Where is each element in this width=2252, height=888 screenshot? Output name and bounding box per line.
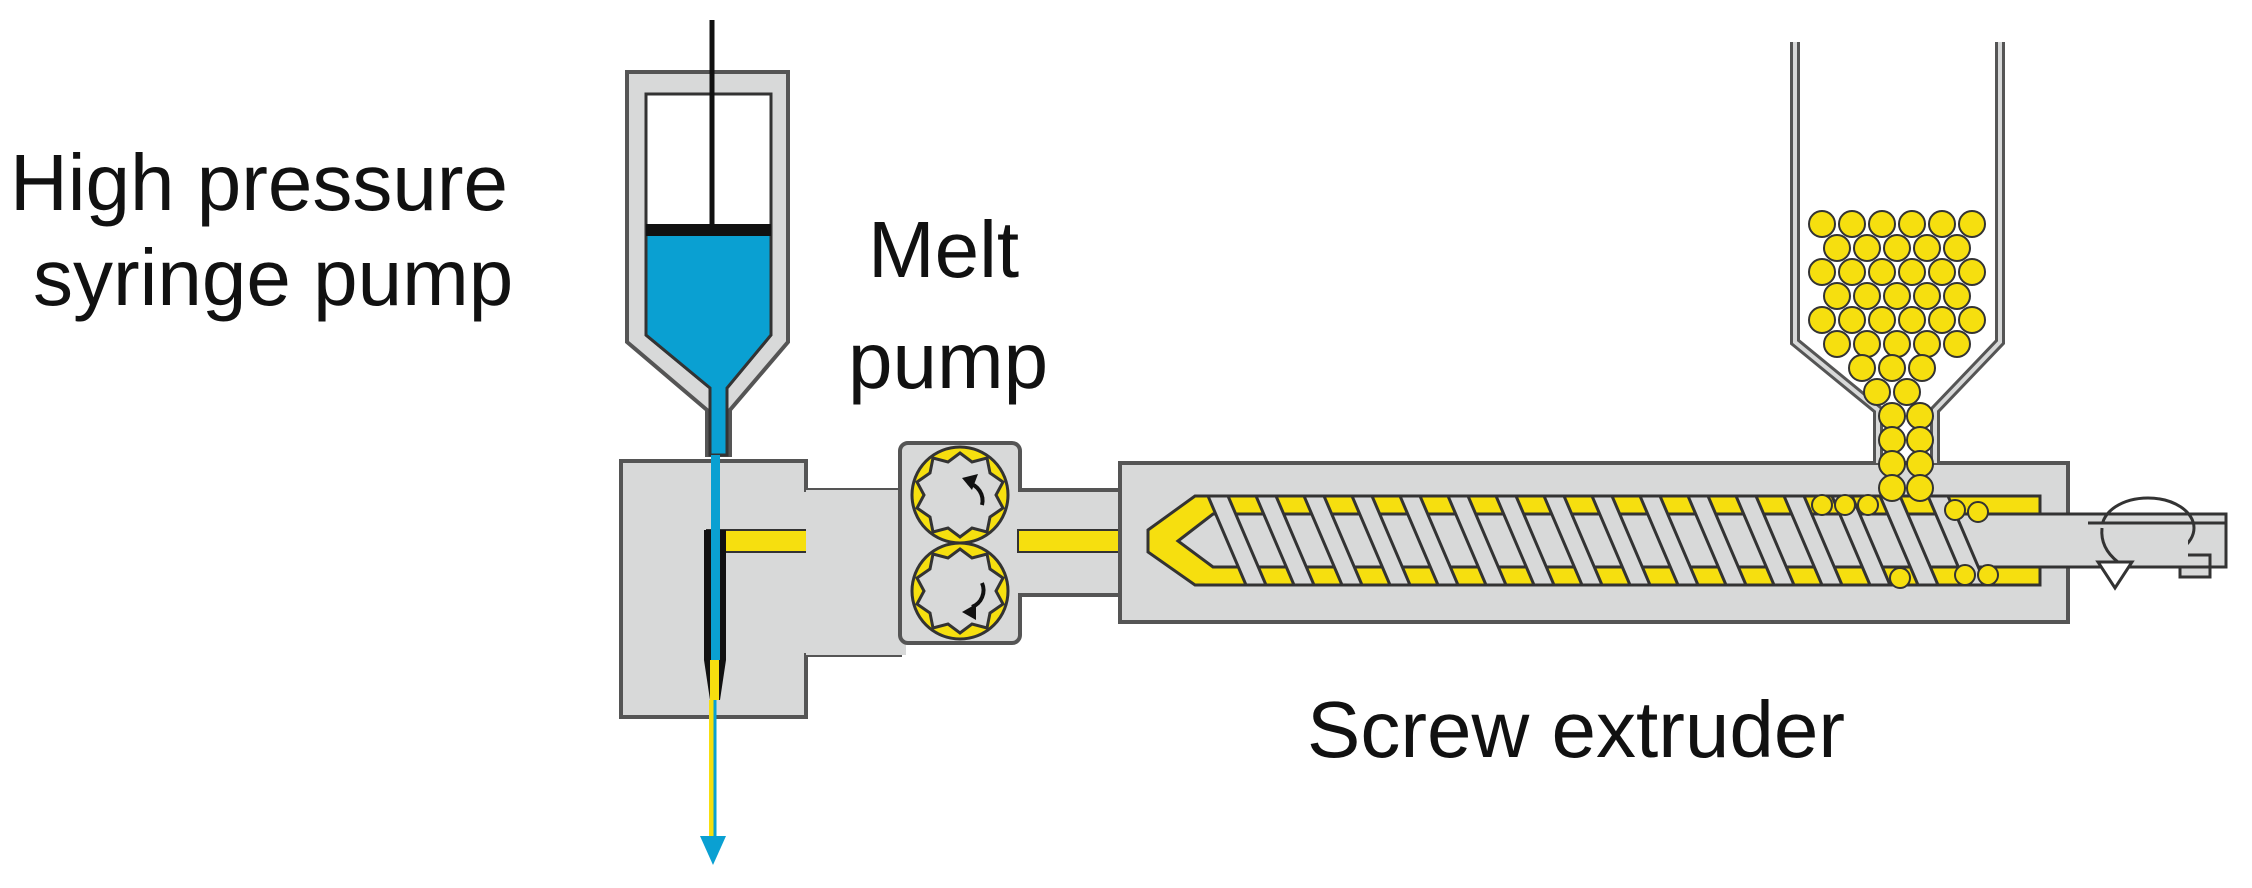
hopper — [1790, 42, 2005, 502]
melt-pump — [898, 441, 1022, 645]
hopper-pellets — [1808, 210, 1986, 502]
feed-zone-pellets — [1811, 494, 1999, 589]
output-fiber-arrow — [700, 700, 726, 865]
syringe-pump-label-line1: High pressure — [10, 138, 508, 227]
syringe-pump — [625, 20, 790, 457]
melt-pump-label-line1: Melt — [868, 205, 1019, 294]
syringe-pump-label-line2: syringe pump — [33, 233, 513, 322]
transfer-pipe — [1020, 463, 1120, 490]
syringe-liquid — [644, 230, 773, 457]
connector-pipe — [806, 490, 906, 655]
rotation-arrow-icon — [2088, 496, 2228, 591]
screw-flights — [1205, 494, 1989, 587]
syringe-plunger — [646, 224, 771, 236]
screw-extruder-label: Screw extruder — [1307, 685, 1845, 774]
melt-pump-label-line2: pump — [848, 316, 1048, 405]
nozzle-fluid — [711, 455, 720, 665]
screw-extruder — [1118, 461, 2228, 624]
